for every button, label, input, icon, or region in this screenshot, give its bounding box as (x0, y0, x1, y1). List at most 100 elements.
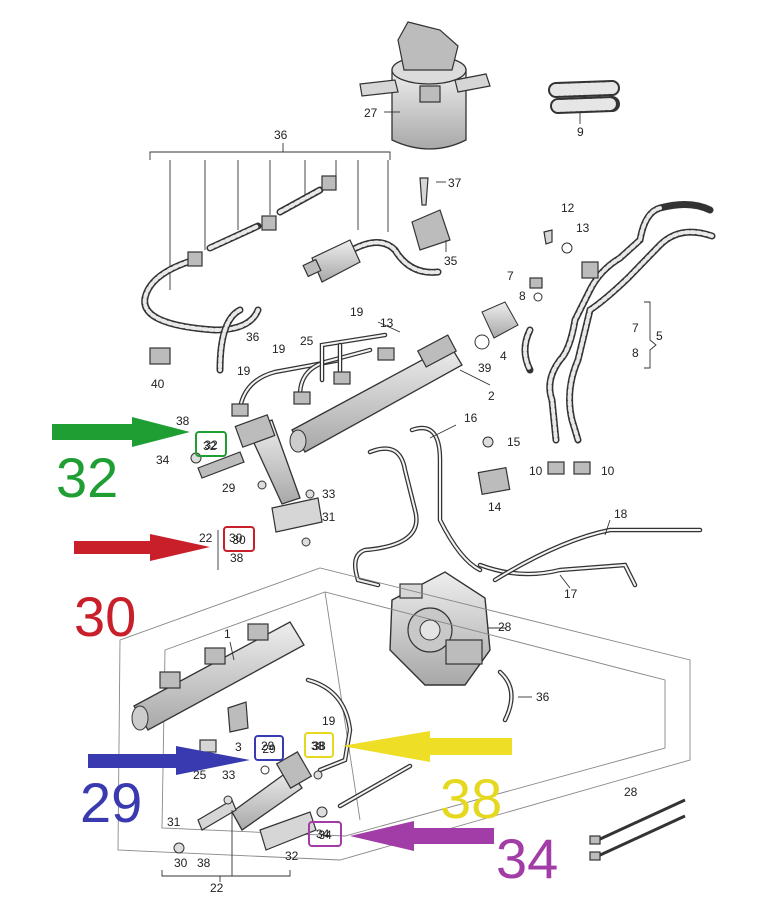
part-label: 10 (601, 464, 615, 478)
leakoff-bracket (149, 143, 391, 290)
part-label: 19 (322, 714, 336, 728)
part-label: 7 (507, 269, 514, 283)
part-label: 29 (261, 739, 275, 753)
arrow-icon (88, 746, 250, 775)
part-label: 30 (229, 531, 243, 545)
part-label: 39 (478, 361, 492, 375)
arrow-icon (52, 417, 190, 447)
part-label: 16 (464, 411, 478, 425)
part-label: 14 (488, 500, 502, 514)
high-pressure-lines (352, 425, 703, 723)
lower-injector (173, 677, 413, 854)
upper-injector (190, 414, 323, 547)
part-label: 13 (380, 316, 394, 330)
part-label: 2 (488, 389, 495, 403)
return-hoses (521, 201, 716, 475)
upper-fuel-rail (231, 332, 463, 453)
part-label: 25 (300, 334, 314, 348)
callout-box (254, 735, 284, 761)
part-label: 36 (536, 690, 550, 704)
part-label: 13 (576, 221, 590, 235)
callout-number: 32 (56, 446, 118, 509)
callout-box (308, 821, 342, 847)
part-label: 4 (500, 349, 507, 363)
callout-box-label: 29 (262, 742, 276, 756)
callout-box-label: 30 (232, 533, 246, 547)
callout-box-label: 38 (312, 739, 326, 753)
part-label: 30 (174, 856, 188, 870)
callout-30: 30 (74, 526, 255, 648)
callout-number: 29 (80, 771, 142, 834)
arrow-icon (342, 731, 512, 762)
part-label: 22 (210, 881, 224, 895)
part-label: 38 (197, 856, 211, 870)
part-label: 17 (564, 587, 578, 601)
part-label: 12 (561, 201, 575, 215)
part-label: 40 (151, 377, 165, 391)
part-label: 25 (193, 768, 207, 782)
part-label: 36 (274, 128, 288, 142)
arrow-icon (74, 534, 210, 561)
part-label: 27 (364, 106, 378, 120)
callout-box-label: 34 (318, 828, 332, 842)
small-connectors (149, 175, 451, 365)
part-label: 22 (199, 531, 213, 545)
part-label: 28 (624, 785, 638, 799)
part-label: 34 (316, 827, 330, 841)
callout-box (223, 526, 255, 552)
part-label: 36 (246, 330, 260, 344)
part-label: 7 (632, 321, 639, 335)
callout-number: 38 (440, 767, 502, 830)
part-label: 33 (322, 487, 336, 501)
part-label: 19 (272, 342, 286, 356)
part-label: 28 (498, 620, 512, 634)
part-label: 31 (322, 510, 336, 524)
part-label: 9 (577, 125, 584, 139)
leakoff-hoses (141, 186, 442, 374)
part-label: 37 (448, 176, 462, 190)
part-label: 31 (167, 815, 181, 829)
callout-34: 34 (308, 821, 558, 890)
part-label: 1 (224, 627, 231, 641)
part-number-labels: 27 9 36 37 12 13 35 7 8 19 13 25 19 19 3… (151, 106, 663, 895)
bracket-5 (644, 301, 657, 369)
part-label: 18 (614, 507, 628, 521)
lower-fuel-rail (131, 621, 305, 753)
check-valve (302, 239, 361, 283)
lower-bracket (161, 530, 291, 882)
cable-ties (589, 798, 686, 861)
part-label: 19 (350, 305, 364, 319)
part-label: 10 (529, 464, 543, 478)
part-label: 33 (222, 768, 236, 782)
part-label: 38 (311, 739, 325, 753)
part-label: 15 (507, 435, 521, 449)
callout-29: 29 (80, 735, 284, 834)
part-label: 35 (444, 254, 458, 268)
callout-38: 38 (304, 731, 512, 830)
part-label: 34 (156, 453, 170, 467)
part-label: 29 (222, 481, 236, 495)
rail-pressure-sensor (474, 301, 519, 350)
callout-box-label: 32 (204, 438, 218, 452)
high-pressure-pump (389, 571, 491, 686)
part-label: 38 (230, 551, 244, 565)
part-label: 8 (519, 289, 526, 303)
arrow-icon (350, 821, 494, 851)
leader-lines (229, 111, 611, 698)
filter-hose (548, 80, 620, 114)
callout-box (195, 431, 227, 457)
part-label: 8 (632, 346, 639, 360)
part-label: 5 (656, 329, 663, 343)
part-label: 32 (203, 439, 217, 453)
callout-box (304, 732, 334, 758)
part-label: 3 (235, 740, 242, 754)
callout-number: 30 (74, 585, 136, 648)
part-label: 19 (237, 364, 251, 378)
fuel-filter (359, 21, 491, 150)
part-label: 38 (176, 414, 190, 428)
part-label: 32 (285, 849, 299, 863)
callout-number: 34 (496, 827, 558, 890)
callout-32: 32 (52, 417, 227, 509)
